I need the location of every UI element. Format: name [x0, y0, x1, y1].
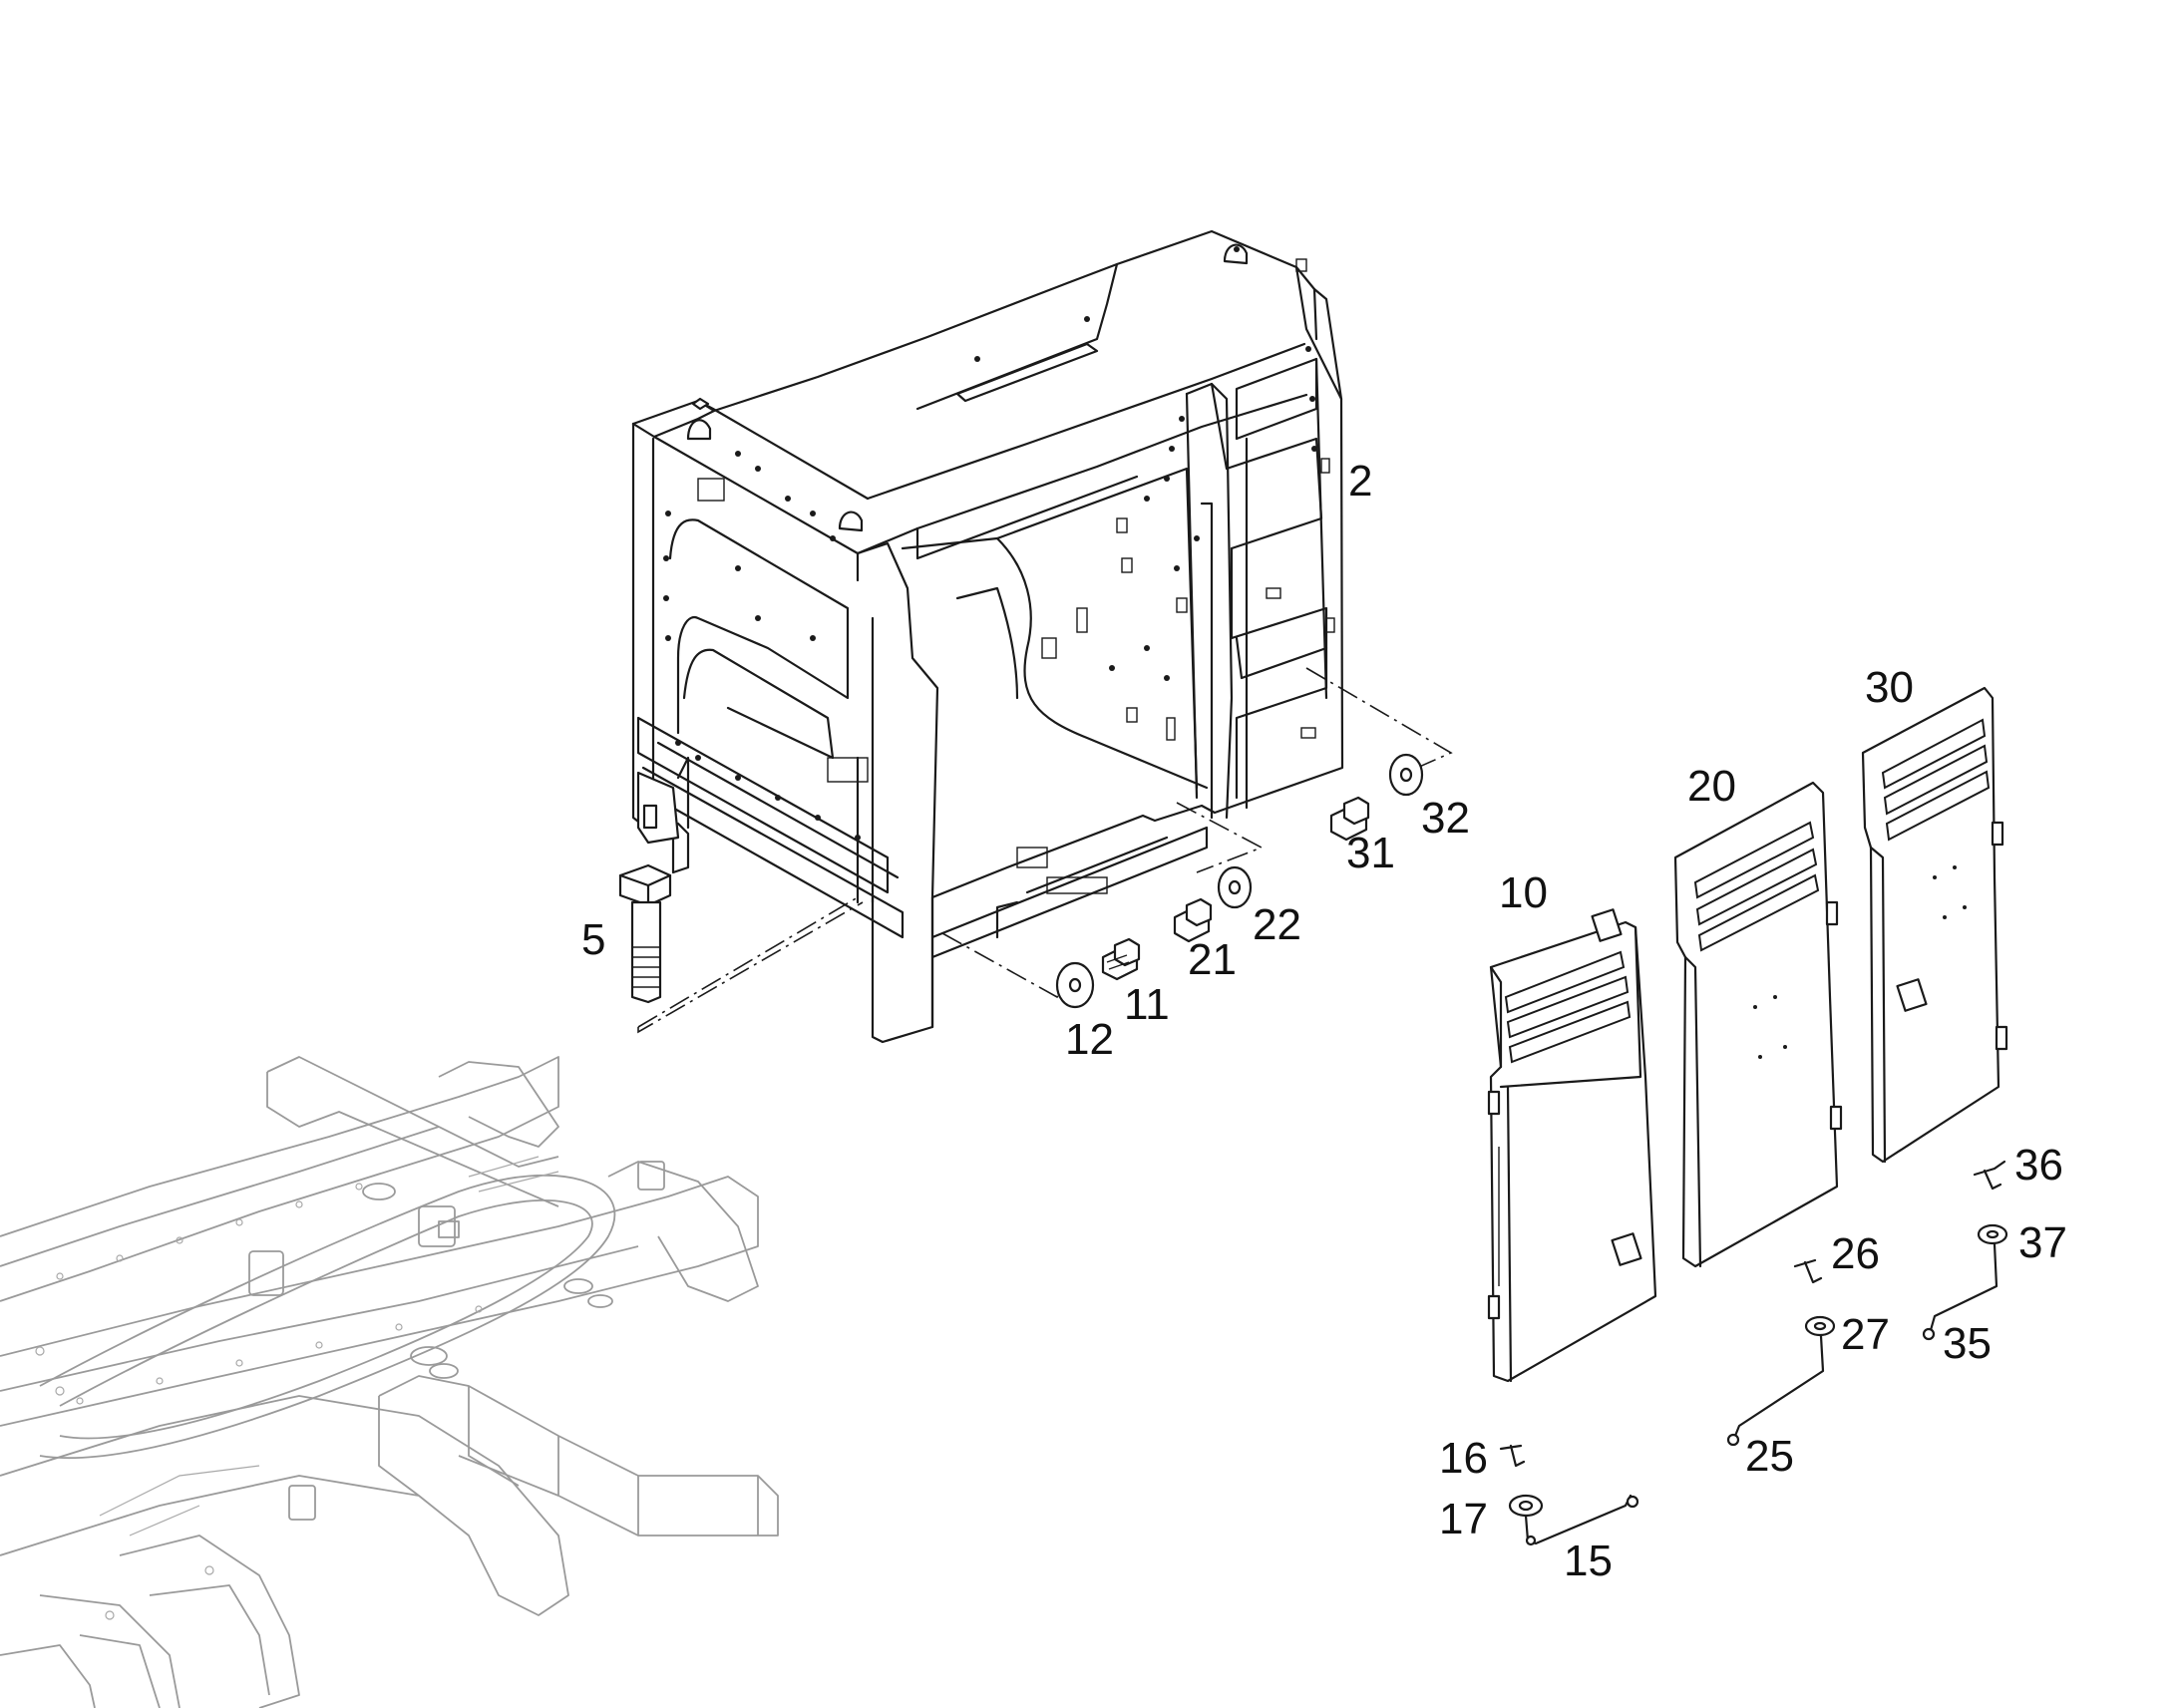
callout-21: 21	[1188, 935, 1237, 984]
callout-31: 31	[1346, 829, 1395, 877]
callout-labels: 2 5 10 11 12 15 16 17 20 21 22 25 26 27 …	[581, 457, 2067, 1585]
door-panel-part-10	[1487, 908, 1657, 1383]
callout-12: 12	[1065, 1015, 1114, 1064]
callout-37: 37	[2018, 1218, 2067, 1267]
callout-15: 15	[1564, 1537, 1613, 1585]
callout-32: 32	[1421, 794, 1470, 843]
callout-26: 26	[1831, 1229, 1880, 1278]
callout-22: 22	[1253, 900, 1301, 949]
callout-16: 16	[1439, 1434, 1488, 1483]
callout-27: 27	[1841, 1310, 1890, 1359]
callout-17: 17	[1439, 1495, 1488, 1543]
door-fittings	[1499, 1160, 2008, 1546]
washer-part-12	[1055, 961, 1095, 1009]
callout-35: 35	[1943, 1319, 1992, 1368]
hardware-parts	[618, 753, 1424, 1009]
callout-5: 5	[581, 915, 605, 964]
callout-20: 20	[1687, 762, 1736, 811]
cab-frame-part-2	[631, 229, 1344, 1044]
chassis-frame-background	[0, 1056, 779, 1708]
washer-part-32	[1388, 753, 1424, 797]
callout-30: 30	[1865, 663, 1914, 712]
callout-11: 11	[1124, 980, 1170, 1029]
callout-10: 10	[1499, 868, 1548, 917]
callout-2: 2	[1348, 457, 1372, 506]
door-panel-part-30	[1861, 686, 2008, 1164]
plug-part-31	[1329, 796, 1370, 842]
plug-part-21	[1173, 897, 1213, 943]
door-panel-part-20	[1673, 781, 1843, 1268]
callout-25: 25	[1745, 1432, 1794, 1481]
bolt-part-5	[618, 863, 672, 1004]
washer-part-22	[1217, 865, 1253, 909]
callout-36: 36	[2014, 1141, 2063, 1190]
plug-part-11	[1101, 937, 1141, 981]
